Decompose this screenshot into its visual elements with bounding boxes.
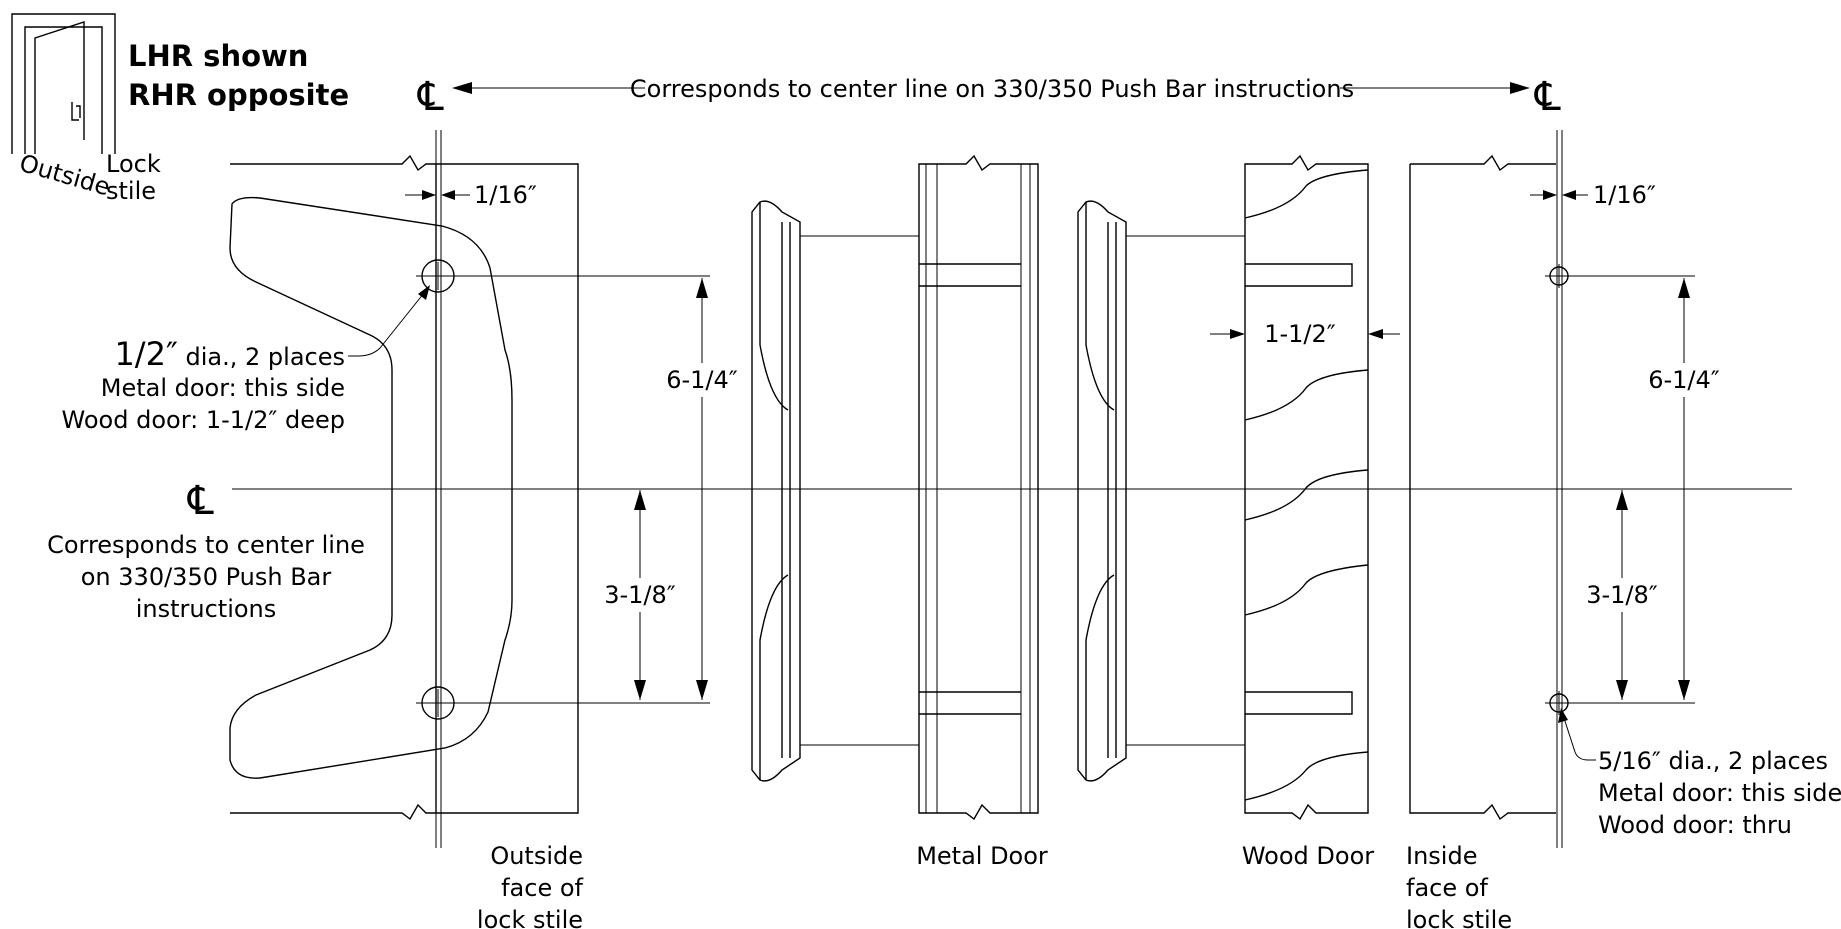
inside-offset-arrows: [1543, 190, 1576, 200]
outside-half-spacing-label: 3-1/8″: [604, 581, 676, 609]
outside-face-view: [229, 130, 579, 848]
left-note-line2: on 330/350 Push Bar: [81, 563, 332, 591]
left-note-line3: instructions: [136, 595, 277, 623]
outside-extension-lines: [460, 275, 710, 704]
outside-hole-leader: [348, 287, 429, 357]
inside-spacing-bg: [1642, 363, 1726, 397]
centerline-symbol-top-left: ℄: [417, 74, 444, 120]
outside-spacing-label: 6-1/4″: [666, 366, 738, 394]
inside-hole-crosshairs: [1545, 264, 1573, 715]
inside-hole-leader-arrow: [1558, 708, 1568, 723]
inside-hole-note: 5/16″ dia., 2 places: [1598, 747, 1828, 775]
metal-door-caption: Metal Door: [916, 842, 1048, 870]
outside-hole-crosshairs: [416, 262, 460, 717]
handing-line2: RHR opposite: [128, 78, 349, 112]
outside-offset-label: 1/16″: [474, 181, 537, 209]
outside-caption-3: lock stile: [477, 906, 583, 929]
inside-hole-leader: [1561, 711, 1596, 761]
inside-caption-3: lock stile: [1406, 906, 1512, 929]
handing-outside-label: Outside: [16, 149, 113, 201]
wood-depth-label: 1-1/2″: [1264, 320, 1336, 348]
handing-stile-label: stile: [106, 177, 156, 205]
centerline-symbol-top-right: ℄: [1534, 74, 1561, 120]
inside-wood-note: Wood door: thru: [1598, 811, 1792, 839]
inside-extension-lines: [1573, 275, 1695, 704]
top-arrow-left: [452, 82, 472, 94]
handing-lock-label: Lock: [106, 150, 161, 178]
inside-offset-label: 1/16″: [1593, 181, 1656, 209]
inside-caption-1: Inside: [1406, 842, 1477, 870]
centerline-symbol-left: ℄: [187, 478, 214, 524]
outside-spacing-bg: [660, 363, 744, 397]
inside-spacing-label: 6-1/4″: [1648, 366, 1720, 394]
outside-hole-note: 1/2″ dia., 2 places: [114, 335, 345, 373]
outside-caption-2: face of: [501, 874, 583, 902]
inside-half-spacing-bg: [1580, 578, 1664, 612]
outside-metal-note: Metal door: this side: [101, 374, 345, 402]
handing-line1: LHR shown: [128, 39, 308, 73]
metal-door-section: [751, 154, 1039, 821]
inside-metal-note: Metal door: this side: [1598, 779, 1841, 807]
outside-offset-arrows: [422, 190, 455, 200]
left-note-line1: Corresponds to center line: [47, 531, 365, 559]
inside-caption-2: face of: [1406, 874, 1488, 902]
inside-half-spacing-label: 3-1/8″: [1586, 581, 1658, 609]
door-handing-icon: [11, 13, 116, 154]
outside-half-spacing-bg: [598, 578, 682, 612]
outside-wood-note: Wood door: 1-1/2″ deep: [62, 406, 345, 434]
top-centerline-note: Corresponds to center line on 330/350 Pu…: [630, 75, 1354, 103]
wood-door-caption: Wood Door: [1242, 842, 1374, 870]
inside-face-view: [1409, 130, 1563, 848]
outside-caption-1: Outside: [490, 842, 583, 870]
outside-hole-leader-arrow: [418, 285, 430, 300]
wood-door-section: [1077, 154, 1369, 821]
top-arrow-right: [1510, 82, 1530, 94]
